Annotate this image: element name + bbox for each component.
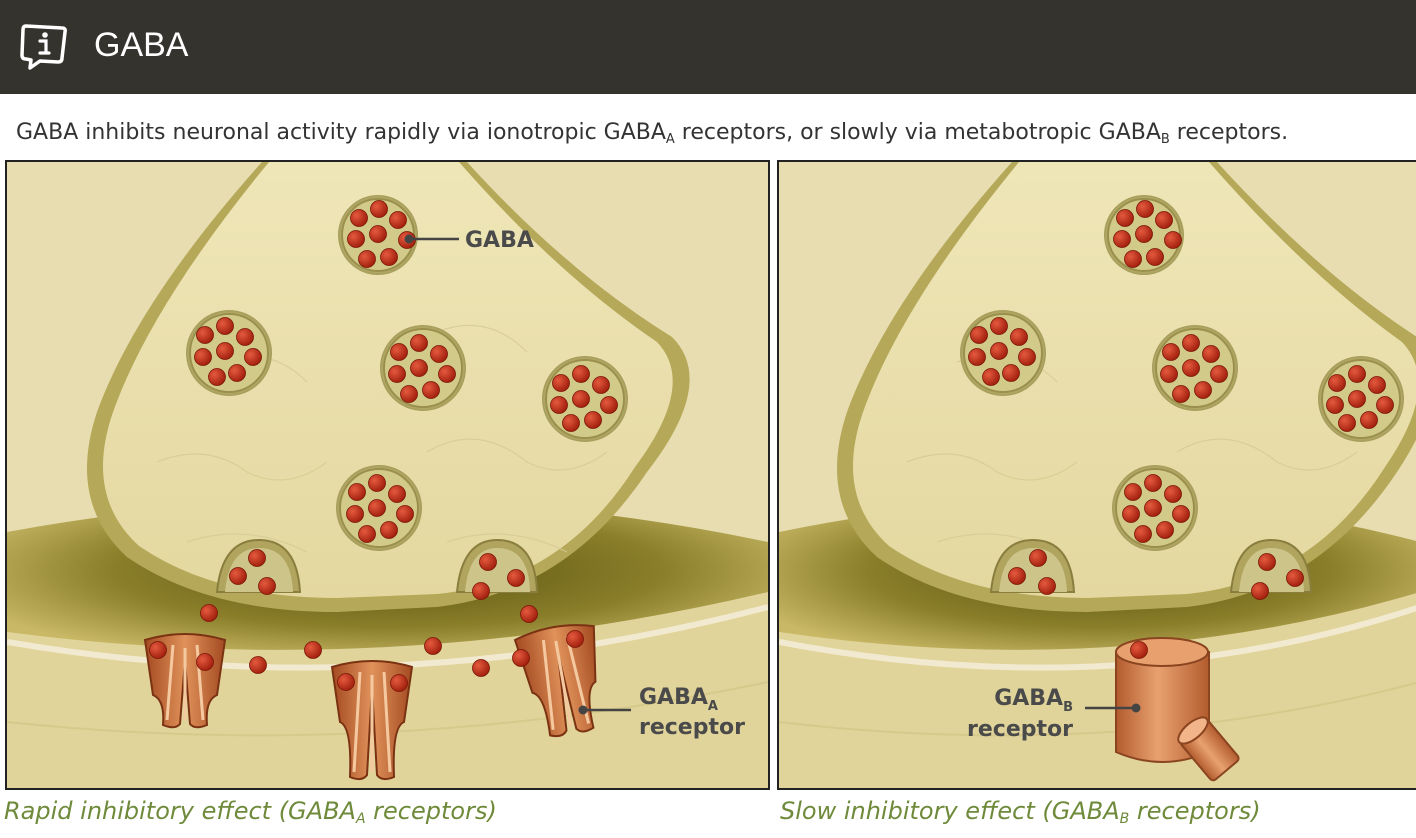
page-title: GABA bbox=[94, 26, 189, 64]
gaba-a-receptor-label-line2: receptor bbox=[639, 715, 745, 740]
gaba-b-receptor-label: GABAB bbox=[994, 686, 1073, 715]
gaba-molecules bbox=[968, 200, 1394, 600]
slow-effect-caption: Slow inhibitory effect (GABAB receptors) bbox=[780, 797, 1261, 827]
rapid-effect-caption: Rapid inhibitory effect (GABAA receptors… bbox=[4, 797, 497, 827]
postsynaptic-cell bbox=[779, 593, 1416, 788]
slow-inhibition-diagram: GABAB receptor bbox=[777, 160, 1416, 790]
gaba-b-receptor-label-line2: receptor bbox=[967, 717, 1073, 742]
gaba-label: GABA bbox=[465, 228, 534, 253]
presynaptic-terminal bbox=[853, 162, 1416, 598]
rapid-inhibition-diagram: GABA GABAA receptor bbox=[5, 160, 770, 790]
gaba-a-receptor-label: GABAA bbox=[639, 685, 718, 714]
gaba-molecules bbox=[194, 200, 618, 677]
gaba-a-receptor-2 bbox=[330, 660, 414, 781]
info-speech-icon[interactable] bbox=[18, 20, 70, 72]
header-bar: GABA bbox=[0, 0, 1416, 94]
description-text: GABA inhibits neuronal activity rapidly … bbox=[16, 120, 1289, 147]
gaba-a-receptor-3 bbox=[513, 624, 597, 738]
gaba-b-receptor bbox=[1115, 637, 1240, 782]
